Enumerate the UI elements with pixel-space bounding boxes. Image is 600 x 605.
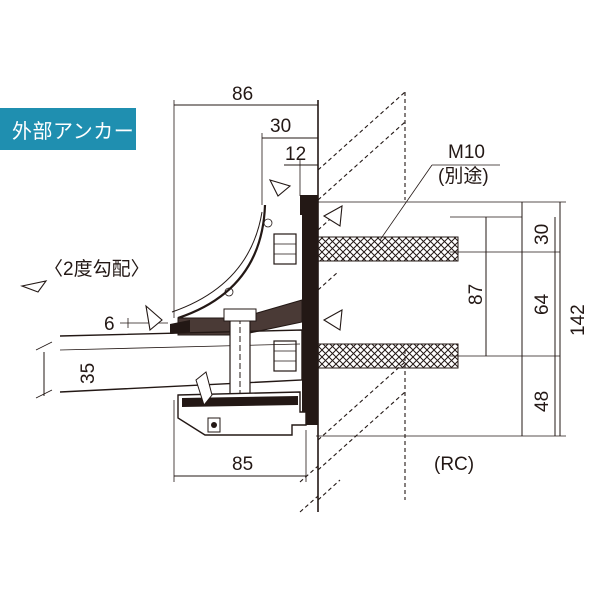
dim-12: 12 xyxy=(285,144,306,165)
slope-label: 〈2度勾配〉 xyxy=(44,258,150,280)
top-gasket xyxy=(300,195,318,215)
dim-142: 142 xyxy=(568,304,589,336)
dim-35: 35 xyxy=(78,363,99,384)
anchor-note-label: (別途) xyxy=(438,165,489,187)
dim-85: 85 xyxy=(232,454,253,475)
wall-label: (RC) xyxy=(434,454,474,475)
wall-plate xyxy=(302,210,318,425)
anchor-bolt-lower xyxy=(273,340,459,372)
dim-64: 64 xyxy=(532,293,553,315)
dim-87: 87 xyxy=(466,284,487,305)
bottom-profile xyxy=(177,371,307,436)
section-tag-label: 外部アンカー xyxy=(12,118,135,143)
dim-6: 6 xyxy=(104,314,115,335)
dimension-lines xyxy=(35,100,566,482)
dim-86: 86 xyxy=(232,84,253,105)
callout-markers xyxy=(20,179,343,332)
anchor-bolt-upper xyxy=(273,233,459,265)
dim-30-top: 30 xyxy=(270,116,291,137)
dim-48: 48 xyxy=(532,391,553,412)
section-tag: 外部アンカー xyxy=(0,108,136,150)
anchor-size-label: M10 xyxy=(448,142,485,163)
dim-30-right: 30 xyxy=(532,224,553,245)
